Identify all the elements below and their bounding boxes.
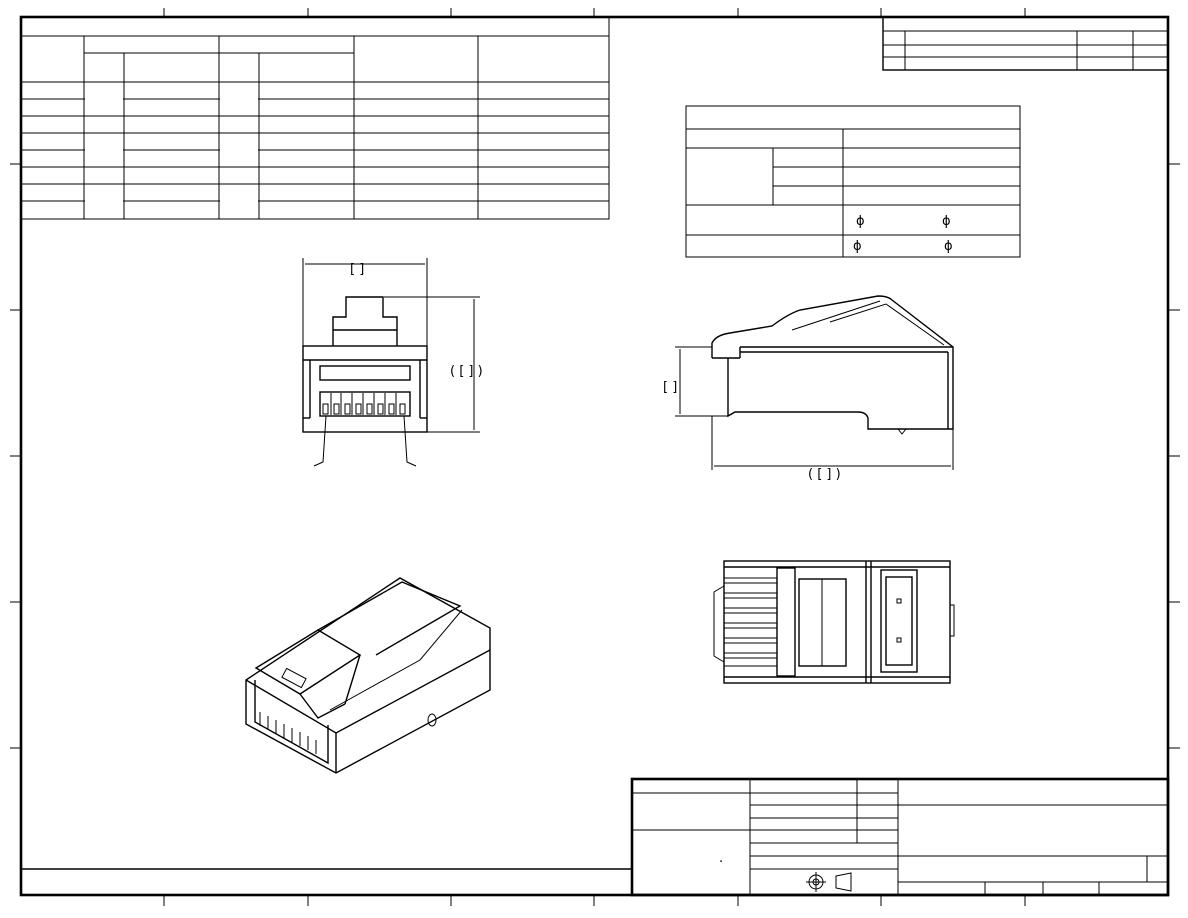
side-height-dimension: [ ] bbox=[663, 380, 677, 395]
diameter-symbol-4: ϕ bbox=[944, 239, 953, 254]
sheet-border bbox=[10, 8, 1180, 906]
diameter-symbol-1: ϕ bbox=[856, 214, 865, 229]
part-number-table-merges bbox=[85, 83, 258, 218]
isometric-view bbox=[245, 577, 491, 774]
front-height-dimension: ( [ ] ) bbox=[450, 364, 483, 379]
revision-block bbox=[882, 16, 1169, 71]
title-block-mark: · bbox=[719, 855, 723, 870]
side-view: [ ] ( [ ] ) bbox=[663, 295, 954, 482]
diameter-symbol-2: ϕ bbox=[942, 214, 951, 229]
title-block: · bbox=[21, 777, 1170, 897]
bottom-view bbox=[713, 560, 955, 684]
specification-table bbox=[685, 105, 1021, 258]
third-angle-projection-icon bbox=[806, 872, 852, 892]
front-width-dimension: [ ] bbox=[350, 262, 364, 277]
diameter-symbol-3: ϕ bbox=[853, 239, 862, 254]
side-length-dimension: ( [ ] ) bbox=[808, 467, 841, 482]
part-number-table bbox=[20, 16, 610, 220]
front-view: [ ] ( [ ] ) bbox=[302, 258, 483, 467]
